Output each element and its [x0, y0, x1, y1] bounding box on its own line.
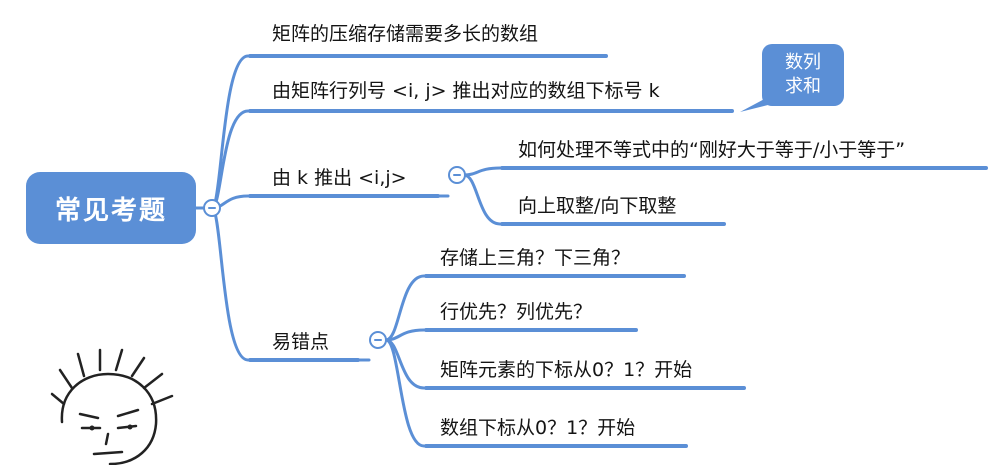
branch-4-child-3-label[interactable]: 矩阵元素的下标从0？1？开始	[440, 359, 693, 381]
branch-3-label[interactable]: 由 k 推出 <i,j>	[272, 167, 407, 189]
branch-3-child-1-label[interactable]: 如何处理不等式中的“刚好大于等于/小于等于”	[518, 139, 906, 161]
branch-4-child-1-underline	[424, 274, 686, 278]
callout-note[interactable]: 数列 求和	[762, 44, 844, 106]
connector-root-branch-4	[210, 206, 250, 362]
branch-4-child-2-underline	[424, 328, 638, 332]
branch-3-child-1-underline	[500, 166, 988, 170]
branch-1-label[interactable]: 矩阵的压缩存储需要多长的数组	[272, 23, 539, 45]
branch-2-underline	[248, 109, 734, 113]
callout-line-1: 数列	[785, 52, 821, 73]
branch-3-child-2-label[interactable]: 向上取整/向下取整	[518, 195, 677, 217]
connector-branch3-child-1	[462, 166, 502, 177]
connector-branch4-child-1	[384, 274, 426, 342]
callout-line-2: 求和	[785, 76, 821, 97]
branch-4-child-2-label[interactable]: 行优先？列优先？	[440, 301, 593, 323]
connector-branch4-child-4	[384, 338, 426, 448]
root-label: 常见考题	[54, 195, 167, 226]
stickman-face-icon	[50, 348, 174, 465]
branch-3-child-2-underline	[500, 222, 726, 226]
connector-root-branch-2	[210, 109, 250, 210]
connector-branch3-child-2	[462, 173, 502, 226]
branch-3-underline	[248, 194, 440, 198]
collapse-branch-3-button[interactable]	[448, 166, 466, 184]
branch-4-child-1-label[interactable]: 存储上三角？下三角？	[440, 247, 631, 269]
branch-4-underline	[248, 358, 360, 362]
branch-4-child-4-underline	[424, 444, 688, 448]
branch-4-label[interactable]: 易错点	[272, 331, 330, 353]
branch-1-underline	[248, 54, 608, 58]
branch-4-child-4-label[interactable]: 数组下标从0？1？开始	[440, 417, 636, 439]
collapse-root-button[interactable]	[203, 199, 221, 217]
collapse-branch-4-button[interactable]	[369, 331, 387, 349]
root-node[interactable]: 常见考题	[26, 172, 196, 244]
branch-2-label[interactable]: 由矩阵行列号 <i, j> 推出对应的数组下标号 k	[272, 80, 660, 102]
branch-4-child-3-underline	[424, 386, 746, 390]
